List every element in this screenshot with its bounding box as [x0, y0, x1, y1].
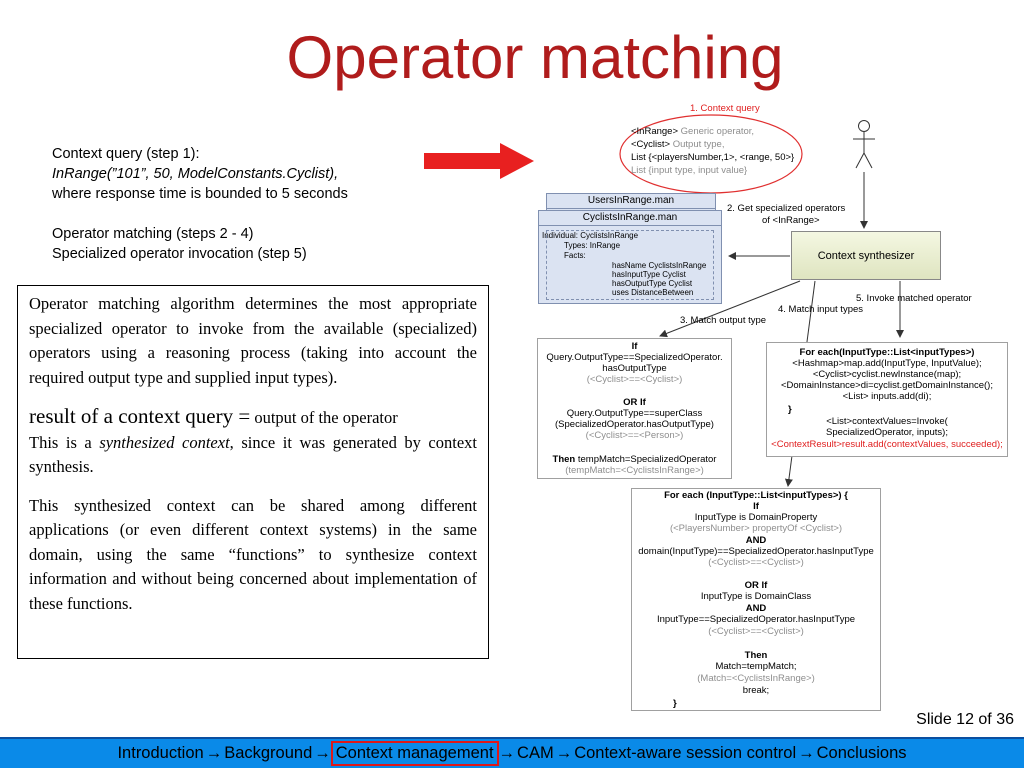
nav-context-management[interactable]: Context management — [330, 741, 499, 766]
cyclists-in-range-title: CyclistsInRange.man — [539, 211, 721, 226]
query-line-2: <Cyclist> Output type, — [631, 139, 725, 150]
file-has-output-type: hasOutputType Cyclist — [612, 279, 693, 288]
nav-arrow: → — [555, 744, 573, 762]
step2-label-line2: of <InRange> — [762, 215, 820, 226]
file-has-name: hasName CyclistsInRange — [612, 261, 707, 270]
operator-invocation-step: Specialized operator invocation (step 5) — [52, 246, 307, 262]
users-in-range-title: UsersInRange.man — [547, 194, 715, 209]
step2-label-line1: 2. Get specialized operators — [727, 203, 846, 214]
nav-conclusions[interactable]: Conclusions — [816, 744, 907, 762]
nav-arrow: → — [498, 744, 516, 762]
slide-number: Slide 12 of 36 — [916, 711, 1014, 728]
file-facts: Facts: — [564, 251, 586, 260]
context-synthesizer-box: Context synthesizer — [791, 231, 941, 280]
red-arrow-icon — [424, 143, 534, 179]
file-uses: uses DistanceBetween — [612, 288, 694, 297]
response-time-line: where response time is bounded to 5 seco… — [52, 186, 348, 202]
explanation-box: Operator matching algorithm determines t… — [17, 285, 489, 659]
nav-introduction[interactable]: Introduction — [117, 744, 204, 762]
explanation-paragraph-2: result of a context query = output of th… — [29, 404, 477, 476]
operator-matching-steps: Operator matching (steps 2 - 4) — [52, 226, 254, 242]
query-line-1: <InRange> Generic operator, — [631, 126, 755, 137]
step5-label: 5. Invoke matched operator — [856, 293, 972, 304]
nav-cam[interactable]: CAM — [517, 744, 554, 762]
file-has-input-type: hasInputType Cyclist — [612, 270, 686, 279]
cyclists-in-range-file: CyclistsInRange.man — [538, 210, 722, 304]
explanation-paragraph-1: Operator matching algorithm determines t… — [29, 294, 477, 387]
nav-arrow: → — [205, 744, 223, 762]
user-actor-icon — [853, 120, 875, 169]
output-type-match-box — [537, 338, 732, 479]
query-line-3: List {<playersNumber,1>, <range, 50>} — [631, 152, 795, 163]
nav-context-aware-session-control[interactable]: Context-aware session control — [574, 744, 797, 762]
step1-label: 1. Context query — [690, 103, 760, 114]
synthesized-context-term: synthesized context — [99, 432, 230, 452]
file-types: Types: InRange — [564, 241, 621, 250]
nav-arrow: → — [798, 744, 815, 762]
invoke-operator-box — [766, 342, 1008, 457]
context-query-line: Context query (step 1): — [52, 146, 200, 162]
slide-title: Operator matching — [286, 24, 784, 91]
footer-navigation: Introduction → Background → Context mana… — [0, 737, 1024, 768]
nav-arrow: → — [314, 744, 331, 762]
explanation-paragraph-3: This synthesized context can be shared a… — [29, 495, 477, 613]
file-individual: Individual: CyclistsInRange — [542, 231, 639, 240]
result-phrase: result of a context query = — [29, 404, 251, 428]
context-description: Context query (step 1): InRange(”101”, 5… — [52, 144, 422, 264]
context-query-expression: InRange(”101”, 50, ModelConstants.Cyclis… — [52, 166, 339, 182]
step4-label: 4. Match input types — [778, 304, 864, 315]
step3-label: 3. Match output type — [680, 315, 767, 326]
nav-background[interactable]: Background — [224, 744, 313, 762]
input-type-match-box — [631, 488, 881, 711]
query-line-4: List {input type, input value} — [631, 165, 748, 176]
